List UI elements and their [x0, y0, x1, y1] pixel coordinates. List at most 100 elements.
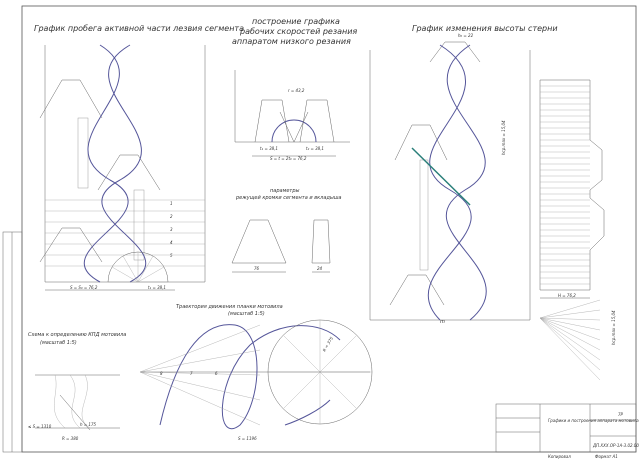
title-block-frame: [495, 403, 637, 453]
title-ktd-line2: (масштаб 1:5): [40, 340, 77, 346]
stubble-profile: [539, 79, 605, 291]
title-active-part: График пробега активной части лезвия сег…: [34, 24, 244, 33]
title-speed-graph: построение графика рабочих скоростей рез…: [232, 17, 357, 46]
stubble-fan-line: [539, 317, 601, 371]
stubble-height-graph: h₀ = 22 m hср.max = 15,04 H = 76,2 hср.m…: [369, 33, 616, 381]
trajectory-ray: [139, 371, 261, 426]
title-stubble-height: График изменения высоты стерни: [412, 24, 558, 33]
reel-spoke: [283, 335, 321, 373]
active-crank-ray: [137, 266, 165, 283]
trajectory-point-7: 7: [190, 371, 193, 376]
ktd-dim-h: h = 175: [80, 422, 97, 427]
title-trajectory-line2: (масштаб 1:5): [228, 311, 265, 317]
title-ktd-line1: Схема к определению КПД мотовила: [28, 332, 126, 338]
ktd-dim-r: R = 380: [62, 436, 79, 441]
active-point-4: 4: [170, 240, 173, 245]
active-point-1: 1: [170, 201, 173, 206]
active-hatch-2: [133, 189, 145, 261]
stubble-segment-2: [389, 274, 445, 306]
ktd-dim-s: ≤ S = 1310: [28, 424, 52, 429]
stubble-fan-line: [539, 317, 601, 351]
stubble-hatch: [419, 159, 429, 271]
trajectory-graph: S = 1196 R = 375 8 7 6: [139, 319, 373, 441]
trajectory-ray: [139, 371, 261, 376]
reel-spoke: [283, 371, 321, 409]
stubble-fan-line: [539, 317, 601, 341]
stubble-dim-h: H = 76,2: [558, 293, 576, 298]
speed-dim-t2: t₂ = 38,1: [306, 146, 324, 151]
title-speed-line1: построение графика: [252, 17, 340, 26]
active-hatch-1: [77, 117, 89, 189]
ktd-curve-3: [81, 374, 91, 429]
active-curve-1: [83, 44, 129, 283]
stubble-segment-top: [429, 41, 481, 63]
active-curve-2: [101, 44, 147, 283]
stubble-fan-line: [539, 309, 601, 319]
title-params-line2: режущей кромки сегмента и вкладыша: [235, 195, 341, 201]
trajectory-point-8: 8: [160, 371, 163, 376]
stubble-dim-top: h₀ = 22: [458, 33, 474, 38]
trajectory-dim-r: R = 375: [322, 335, 335, 352]
active-dim-s: S = S₀ = 76,2: [70, 285, 98, 290]
speed-circle: [271, 119, 317, 143]
trajectory-rays: [139, 324, 261, 426]
active-dim-t1: t₁ = 38,1: [148, 285, 166, 290]
active-crank-ray: [137, 255, 154, 283]
ktd-scheme: ≤ S = 1310 h = 175 R = 380: [28, 374, 120, 441]
active-crank-ray: [111, 266, 139, 283]
speed-graph: r = 43,2 t₁ = 38,1 t₂ = 38,1 S = t = 2t₀…: [234, 70, 350, 161]
title-trajectory: Траектория движения планки мотовила (мас…: [176, 304, 283, 317]
reel-spokes: [268, 320, 372, 424]
speed-segment-2: [299, 99, 335, 143]
stubble-curve-1: [427, 44, 472, 321]
speed-dim-s: S = t = 2t₀ = 76,2: [270, 156, 307, 161]
params-drawing: 76 24: [231, 219, 331, 273]
stubble-fan-line: [539, 317, 601, 381]
title-speed-line3: аппаратом низкого резания: [232, 37, 351, 46]
stubble-cut-line: [411, 147, 471, 206]
title-trajectory-line1: Траектория движения планки мотовила: [176, 304, 283, 310]
speed-radius-2: [293, 111, 309, 143]
active-point-2: 2: [170, 214, 173, 219]
segment-profile: [231, 219, 287, 264]
drawing-frame: [21, 5, 637, 453]
active-segment-3: [39, 227, 103, 263]
stubble-fan-line: [539, 317, 601, 331]
active-gridlines: [45, 199, 205, 267]
active-crank-ray: [122, 255, 139, 283]
trajectory-tail-curve: [284, 399, 331, 426]
active-point-5: 5: [170, 253, 173, 258]
ktd-curve-1: [54, 374, 66, 429]
title-params: параметры режущей кромки сегмента и вкла…: [235, 188, 341, 201]
liner-dim-label: 24: [317, 266, 323, 271]
stubble-fan-line: [539, 317, 601, 321]
stubble-dim-m: m: [440, 319, 445, 325]
trajectory-loop-curve: [159, 324, 341, 430]
left-stamp-strip: [2, 231, 23, 453]
ktd-curve-2: [69, 374, 81, 429]
title-block-sheet: 7Р: [618, 412, 624, 417]
speed-segment-1: [254, 99, 290, 143]
stubble-fan-line: [539, 299, 601, 319]
title-block-format: Формат А1: [595, 454, 618, 459]
trajectory-dim-s: S = 1196: [238, 436, 257, 441]
trajectory-ray: [139, 349, 261, 373]
stubble-side-dim: hср.max = 15,04: [501, 120, 506, 155]
segment-dim-label: 76: [254, 266, 260, 271]
speed-radius-1: [279, 111, 295, 143]
speed-dim-t1: t₁ = 38,1: [260, 146, 278, 151]
title-speed-line2: рабочих скоростей резания: [239, 27, 357, 36]
title-params-line1: параметры: [270, 188, 300, 194]
reel-spoke: [319, 335, 357, 373]
stubble-curve-2: [445, 44, 487, 321]
title-ktd: Схема к определению КПД мотовила (масшта…: [28, 332, 126, 346]
active-crank-rays: [108, 252, 168, 283]
speed-dim-r: r = 43,2: [288, 88, 305, 93]
liner-profile: [311, 219, 331, 264]
stubble-fan-lines: [539, 299, 601, 381]
trajectory-ray: [139, 324, 261, 373]
active-part-graph: S = S₀ = 76,2 t₁ = 38,1 1 2 3 4 5: [39, 44, 206, 291]
ktd-line: [59, 394, 91, 431]
